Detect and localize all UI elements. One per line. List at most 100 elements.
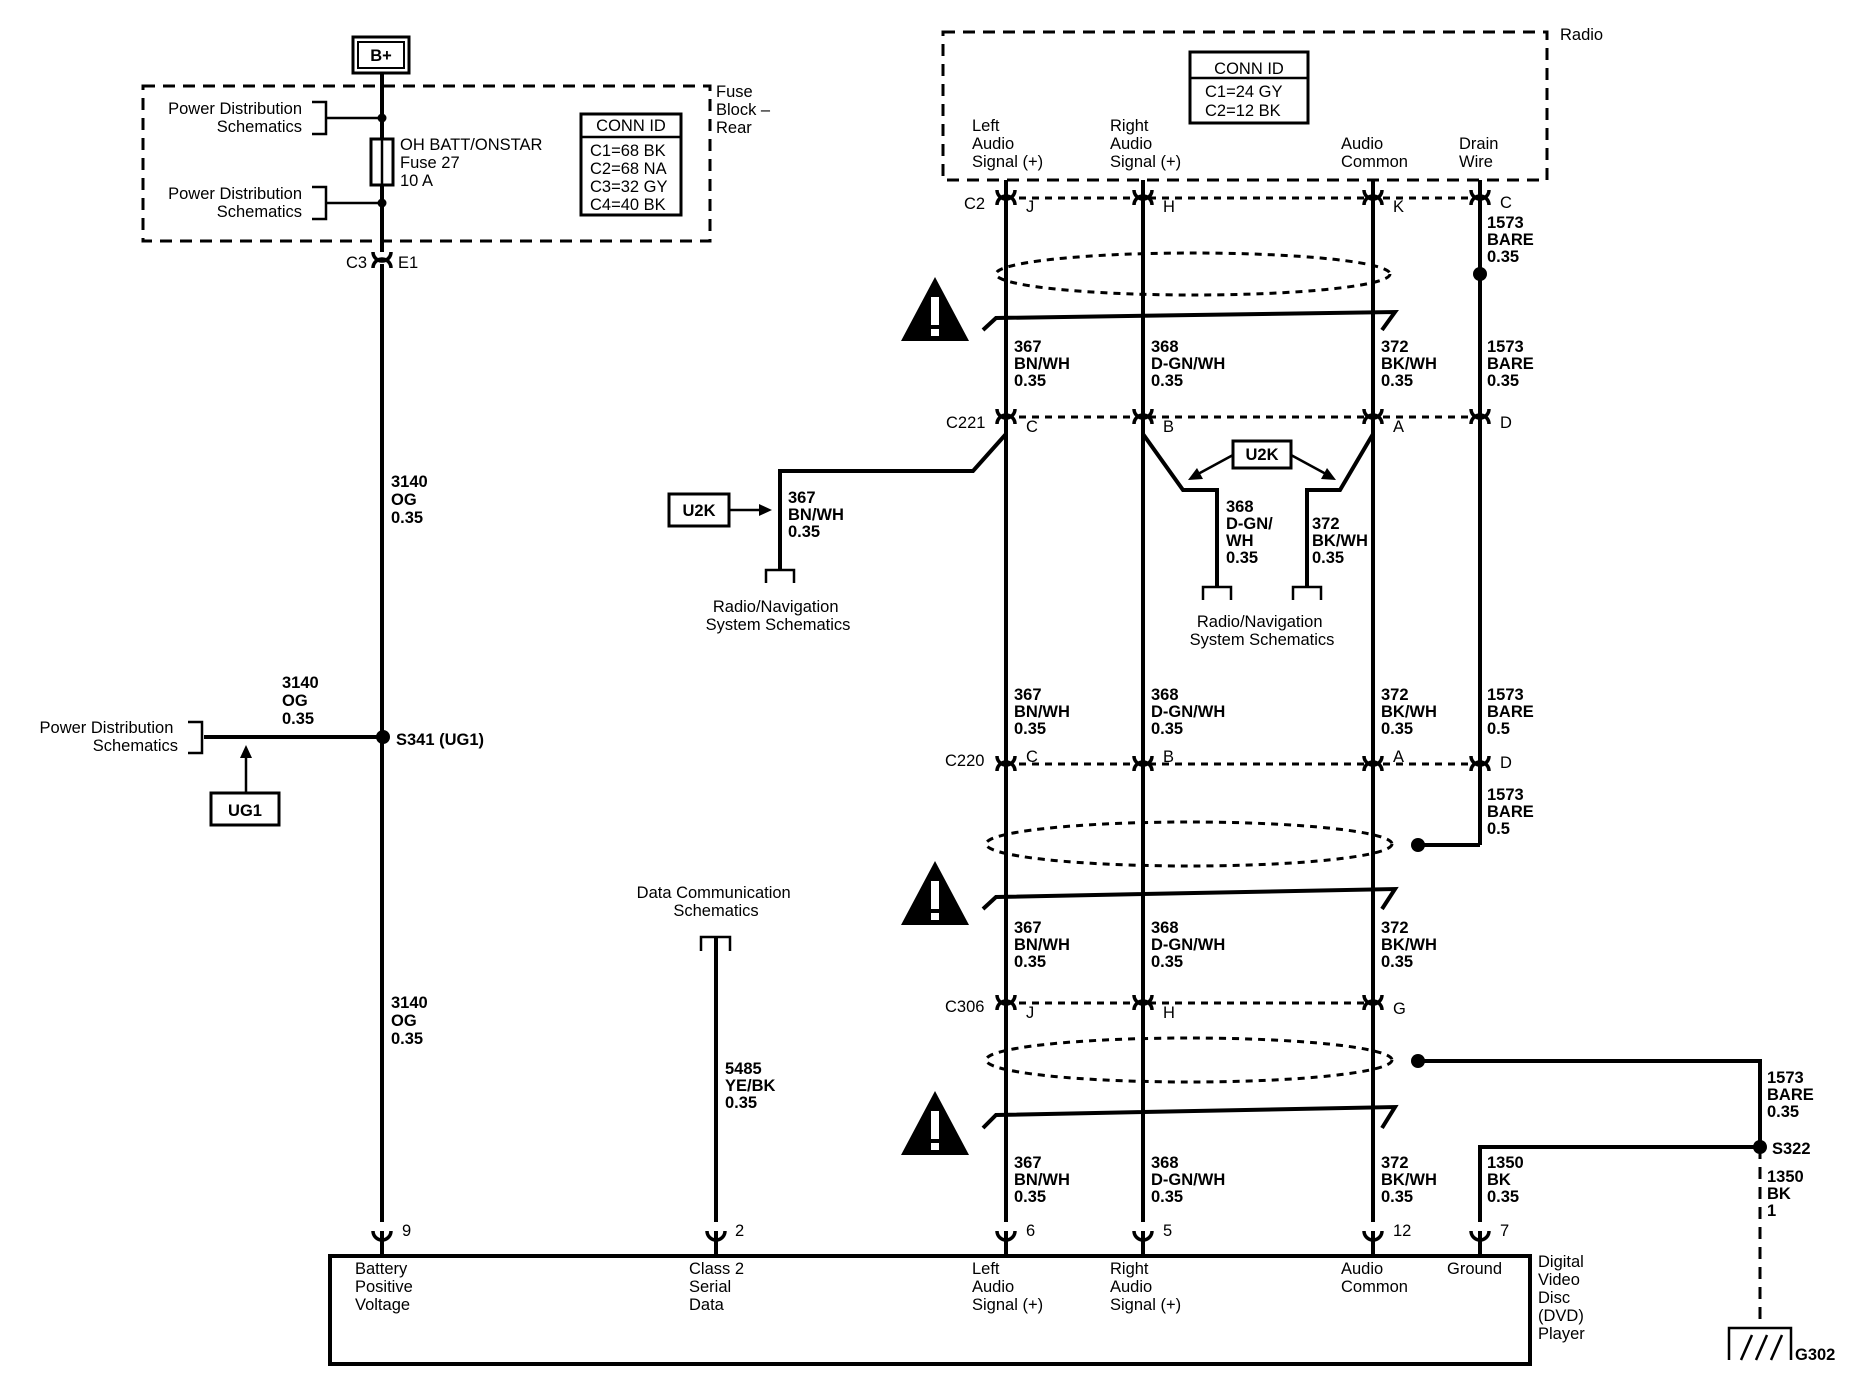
svg-text:9: 9 — [402, 1222, 411, 1240]
svg-text:G: G — [1393, 1000, 1406, 1018]
radio-label: Radio — [1560, 26, 1603, 44]
fuse-block-conn-id: CONN ID C1=68 BK C2=68 NA C3=32 GY C4=40… — [579, 112, 683, 217]
shield-2 — [984, 820, 1394, 868]
battery-label: B+ — [370, 47, 392, 65]
wire-1350 — [1478, 1145, 1760, 1222]
radio-pin-common: Audio Common — [1341, 135, 1408, 171]
svg-text:C2=12 BK: C2=12 BK — [1205, 102, 1281, 120]
connector-c2: C2 J H K C — [964, 188, 1512, 216]
svg-text:CONN ID: CONN ID — [1214, 60, 1284, 78]
svg-text:C1=68 BK: C1=68 BK — [590, 142, 666, 160]
u2k-branch-368 — [1141, 432, 1219, 587]
power-dist-ref-3[interactable]: Power Distribution Schematics — [40, 719, 178, 755]
battery-source: B+ — [351, 35, 411, 75]
connector-c220: C220 C B A D — [945, 748, 1512, 773]
svg-text:J: J — [1026, 1004, 1034, 1022]
option-u2k-1: U2K — [667, 492, 731, 528]
svg-text:H: H — [1163, 1004, 1175, 1022]
svg-text:C2: C2 — [964, 195, 985, 213]
svg-text:6: 6 — [1026, 1222, 1035, 1240]
dvd-pin-ground: Ground — [1447, 1260, 1502, 1278]
svg-text:2: 2 — [735, 1222, 744, 1240]
power-dist-ref-1[interactable]: Power Distribution Schematics — [168, 100, 382, 136]
svg-text:G302: G302 — [1795, 1346, 1835, 1364]
dvd-pins: 9 2 6 5 12 7 — [371, 1222, 1509, 1256]
svg-text:C: C — [1026, 748, 1038, 766]
caution-icon-3 — [901, 1091, 969, 1155]
connector-e1-label: E1 — [398, 254, 418, 272]
caution-icon-1 — [901, 277, 969, 341]
svg-text:Schematics: Schematics — [217, 118, 302, 136]
svg-text:J: J — [1026, 198, 1034, 216]
data-comm-ref[interactable]: Data Communication Schematics — [637, 884, 796, 920]
splice-s322-label: S322 — [1772, 1140, 1811, 1158]
fuse-block-outline — [141, 84, 712, 243]
svg-text:C1=24 GY: C1=24 GY — [1205, 83, 1283, 101]
radio-outline — [941, 30, 1549, 182]
svg-text:7: 7 — [1500, 1222, 1509, 1240]
svg-text:C220: C220 — [945, 752, 984, 770]
fuse-block-label: Fuse Block – Rear — [716, 83, 775, 137]
fuse-label: OH BATT/ONSTAR Fuse 27 10 A — [400, 136, 547, 190]
svg-text:C4=40 BK: C4=40 BK — [590, 196, 666, 214]
option-ug1: UG1 — [209, 791, 281, 827]
dvd-player — [328, 1254, 1532, 1366]
wire-3140-label-3: 3140 OG 0.35 — [391, 994, 432, 1048]
svg-text:C: C — [1500, 194, 1512, 212]
twisted-pair-2 — [981, 886, 1399, 911]
splice-s341-label: S341 (UG1) — [396, 731, 484, 749]
dvd-label: Digital Video Disc (DVD) Player — [1538, 1253, 1588, 1343]
twisted-pair-1 — [981, 309, 1399, 332]
svg-text:A: A — [1393, 418, 1404, 436]
svg-text:C: C — [1026, 418, 1038, 436]
svg-text:H: H — [1163, 198, 1175, 216]
shield-3 — [984, 1036, 1394, 1084]
power-dist-ref-2[interactable]: Power Distribution Schematics — [168, 185, 382, 221]
svg-text:UG1: UG1 — [228, 802, 262, 820]
radio-nav-ref-1[interactable]: Radio/Navigation System Schematics — [706, 598, 851, 634]
u2k-branch-367 — [778, 432, 1008, 570]
svg-text:C221: C221 — [946, 414, 985, 432]
connector-c221: C221 C B A D — [946, 407, 1512, 436]
connector-c306: C306 J H G — [945, 993, 1406, 1022]
option-u2k-2: U2K — [1231, 439, 1293, 470]
svg-text:Schematics: Schematics — [217, 203, 302, 221]
caution-icon-2 — [901, 861, 969, 925]
connector-c3-label: C3 — [346, 254, 367, 272]
wire-3140-label-1: 3140 OG 0.35 — [391, 473, 432, 527]
svg-text:A: A — [1393, 748, 1404, 766]
radio-nav-ref-2[interactable]: Radio/Navigation System Schematics — [1190, 613, 1335, 649]
svg-text:B: B — [1163, 748, 1174, 766]
radio-pin-drain: Drain Wire — [1459, 135, 1503, 171]
svg-text:K: K — [1393, 198, 1404, 216]
svg-text:12: 12 — [1393, 1222, 1411, 1240]
u2k-branch-372 — [1305, 432, 1375, 587]
svg-text:Power Distribution: Power Distribution — [168, 185, 302, 203]
